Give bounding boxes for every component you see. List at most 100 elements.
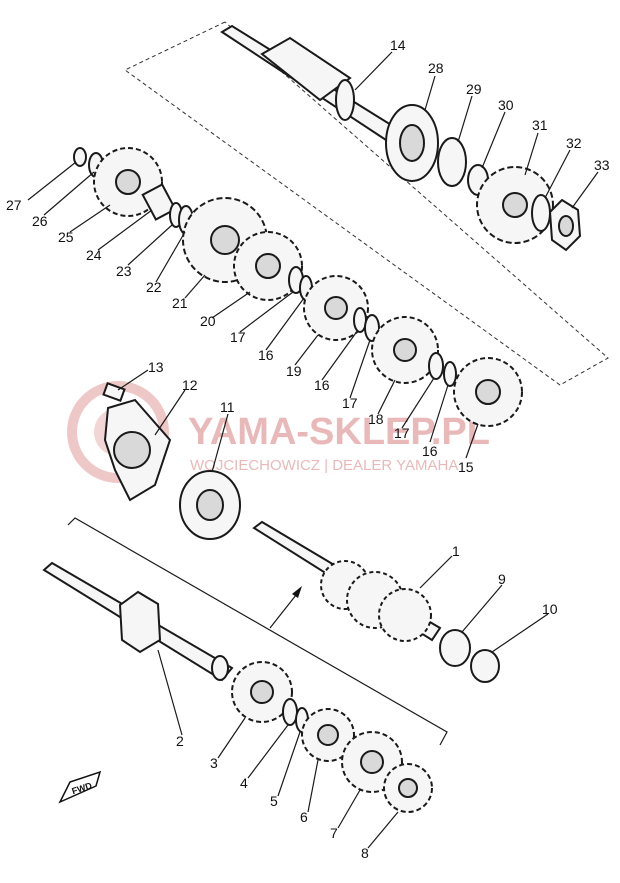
part-17-washer-b [364, 314, 380, 342]
leader-17b [349, 339, 371, 399]
part-8-gear-hub [398, 778, 418, 798]
leader-16b [321, 329, 359, 381]
part-14-splined-section [260, 36, 352, 102]
leader-5 [277, 731, 301, 797]
leader-7 [337, 789, 361, 829]
part-28-bearing-inner [399, 124, 425, 162]
callout-16c: 16 [422, 443, 438, 459]
part-1-gear-c [378, 588, 432, 642]
leader-14 [354, 51, 393, 91]
callout-27: 27 [6, 197, 22, 213]
leader-21 [184, 274, 206, 299]
fwd-arrow: FWD [58, 770, 102, 804]
part-29-seal [437, 137, 467, 187]
callout-5: 5 [270, 793, 278, 809]
part-4-washer [282, 698, 298, 726]
callout-28: 28 [428, 60, 444, 76]
part-25-gear-hub [115, 169, 141, 195]
leader-26 [43, 171, 95, 216]
assembly-arrow [269, 589, 301, 629]
leader-25 [69, 204, 111, 233]
leader-31 [524, 132, 539, 176]
part-18-gear-hub [393, 338, 417, 362]
callout-25: 25 [58, 229, 74, 245]
leader-17a [239, 291, 294, 333]
callout-33: 33 [594, 157, 610, 173]
part-31-sprocket-hub [502, 192, 528, 218]
part-11-bearing-inner [196, 489, 224, 521]
watermark-brand: YAMA-SKLEP.PL [188, 411, 490, 453]
callout-32: 32 [566, 135, 582, 151]
leader-11 [211, 413, 229, 473]
callout-6: 6 [300, 809, 308, 825]
part-6-gear-hub [317, 724, 339, 746]
leader-lines [27, 51, 599, 849]
leader-18 [377, 379, 396, 415]
part-20-gear-hub [255, 253, 281, 279]
leader-1 [419, 555, 453, 589]
leader-4 [247, 724, 289, 779]
part-17-washer-c [428, 352, 444, 380]
callout-9: 9 [498, 571, 506, 587]
leader-10 [491, 613, 549, 653]
leader-15 [465, 423, 479, 459]
part-24-bushing [141, 183, 177, 221]
callout-16b: 16 [314, 377, 330, 393]
part-14-collar [335, 79, 355, 121]
leader-27 [27, 161, 77, 201]
callout-29: 29 [466, 81, 482, 97]
fwd-arrow-icon [58, 770, 102, 804]
leader-30 [481, 111, 506, 169]
callout-31: 31 [532, 117, 548, 133]
callout-8: 8 [361, 845, 369, 861]
part-21-gear-hub [210, 225, 240, 255]
callout-20: 20 [200, 313, 216, 329]
part-9-bearing [439, 629, 471, 667]
callout-22: 22 [146, 279, 162, 295]
callout-labels: 1 2 3 4 5 6 7 8 9 10 11 12 13 14 15 16 1… [6, 37, 610, 861]
part-2-shaft-end [211, 655, 229, 681]
leader-24 [97, 209, 153, 251]
main-axle-assembled-group [252, 520, 500, 683]
callout-1: 1 [452, 543, 460, 559]
part-15-gear-hub [475, 379, 501, 405]
leader-8 [367, 811, 399, 849]
callout-12: 12 [182, 377, 198, 393]
main-axle-assembly-bracket [67, 517, 448, 746]
leader-29 [457, 95, 473, 143]
callout-4: 4 [240, 775, 248, 791]
drive-axle-group [220, 24, 582, 252]
leader-9 [461, 584, 503, 633]
main-axle-exploded-group [42, 561, 433, 813]
callout-17a: 17 [230, 329, 246, 345]
leader-22 [155, 231, 186, 283]
watermark-subtitle: WOJCIECHOWICZ | DEALER YAMAHA [190, 457, 458, 474]
callout-14: 14 [390, 37, 406, 53]
leader-16c [429, 384, 449, 443]
callout-24: 24 [86, 247, 102, 263]
leader-16a [265, 297, 305, 351]
part-19-gear-hub [324, 296, 348, 320]
callout-17b: 17 [342, 395, 358, 411]
leader-28 [424, 75, 436, 111]
part-10-bearing-cap [470, 649, 500, 683]
part-32-lock-washer [531, 194, 551, 232]
callout-16a: 16 [258, 347, 274, 363]
callout-17c: 17 [394, 425, 410, 441]
part-12-retainer-bore [113, 431, 151, 469]
part-13-screw [102, 382, 126, 402]
leader-3 [217, 717, 246, 759]
part-7-gear-hub [360, 750, 384, 774]
callout-11: 11 [220, 399, 235, 415]
callout-7: 7 [330, 825, 338, 841]
leader-17c [401, 377, 435, 429]
callout-18: 18 [368, 411, 384, 427]
drive-axle-assembly-outline [124, 21, 609, 386]
callout-30: 30 [498, 97, 514, 113]
callout-21: 21 [172, 295, 188, 311]
drive-gear-row [73, 147, 523, 427]
leader-20 [211, 291, 251, 319]
leader-6 [307, 759, 319, 813]
callout-15: 15 [458, 459, 474, 475]
